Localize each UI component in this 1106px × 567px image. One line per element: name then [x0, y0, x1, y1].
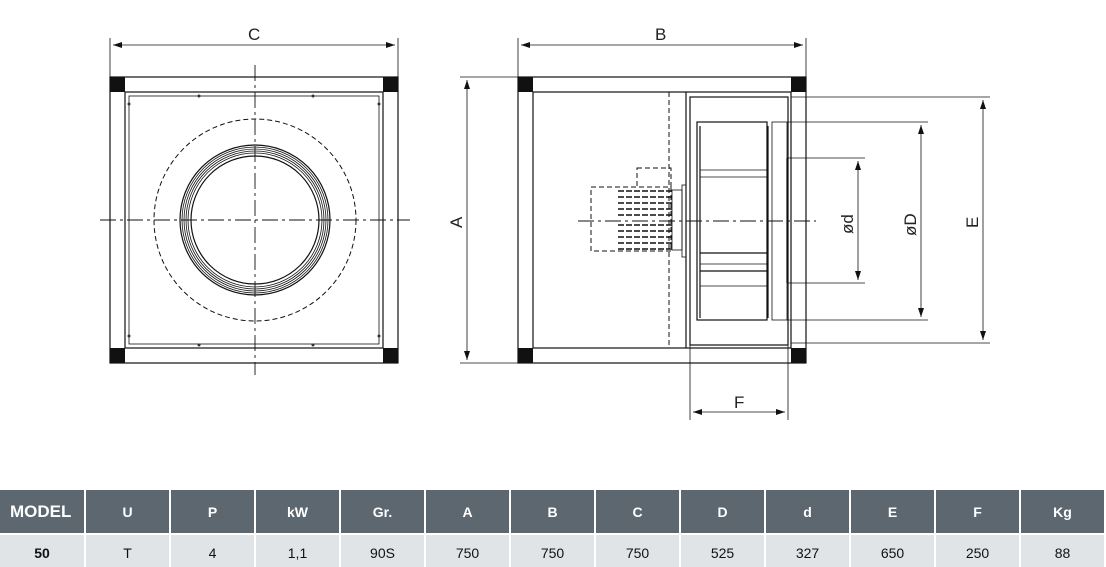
table-row: 50 T 4 1,1 90S 750 750 750 525 327 650 2… [0, 533, 1106, 567]
header-gr: Gr. [340, 490, 426, 534]
table-header-row: MODEL U P kW Gr. A B C D d E F Kg [0, 490, 1106, 534]
cell-f: 250 [935, 533, 1021, 567]
side-view: A B E øD ød F [447, 25, 990, 420]
technical-drawing: C [100, 25, 990, 420]
dim-label-outer-diameter: øD [901, 213, 920, 236]
dim-label-f: F [734, 393, 744, 412]
header-e: E [850, 490, 936, 534]
cell-u: T [85, 533, 171, 567]
cell-kw: 1,1 [255, 533, 341, 567]
dim-label-e: E [963, 217, 982, 228]
header-p: P [170, 490, 256, 534]
header-kg: Kg [1020, 490, 1106, 534]
cell-d-lower: 327 [765, 533, 851, 567]
dim-label-b: B [655, 25, 666, 44]
header-u: U [85, 490, 171, 534]
header-d-lower: d [765, 490, 851, 534]
cell-c: 750 [595, 533, 681, 567]
cell-gr: 90S [340, 533, 426, 567]
cell-e: 650 [850, 533, 936, 567]
cell-p: 4 [170, 533, 256, 567]
cell-model: 50 [0, 533, 86, 567]
specifications-table: MODEL U P kW Gr. A B C D d E F Kg 50 T 4… [0, 490, 1106, 567]
dim-label-inlet-diameter: ød [838, 214, 857, 234]
cell-d-upper: 525 [680, 533, 766, 567]
header-c: C [595, 490, 681, 534]
header-kw: kW [255, 490, 341, 534]
dim-label-c: C [248, 25, 260, 44]
header-a: A [425, 490, 511, 534]
header-f: F [935, 490, 1021, 534]
header-model: MODEL [0, 490, 86, 534]
front-view: C [100, 25, 410, 375]
cell-b: 750 [510, 533, 596, 567]
dim-label-a: A [447, 216, 466, 228]
cell-a: 750 [425, 533, 511, 567]
header-d-upper: D [680, 490, 766, 534]
cell-kg: 88 [1020, 533, 1106, 567]
motor [590, 167, 687, 258]
header-b: B [510, 490, 596, 534]
